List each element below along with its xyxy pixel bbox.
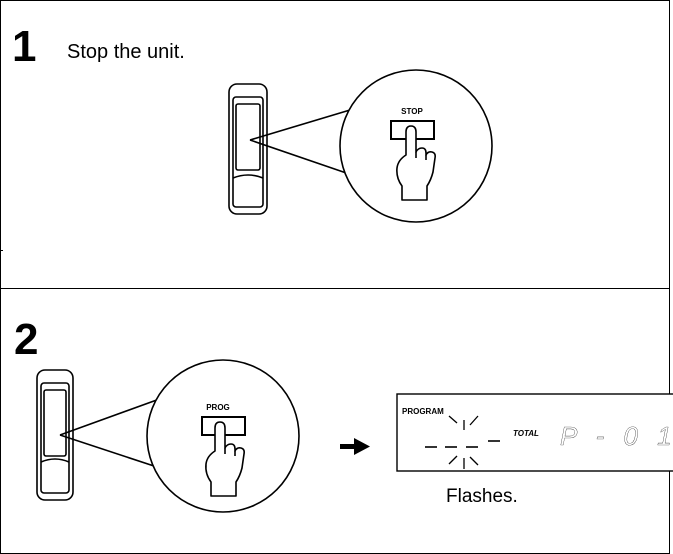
display-readout: P - 0 1	[560, 421, 673, 451]
total-indicator: TOTAL	[513, 429, 539, 438]
empty-digit-segments	[425, 440, 500, 448]
program-indicator: PROGRAM	[402, 407, 444, 416]
flash-rays-icon	[448, 415, 479, 469]
pressing-hand-icon	[205, 421, 245, 497]
right-arrow-icon	[340, 438, 370, 455]
step-1-instruction: Stop the unit.	[67, 41, 185, 63]
lcd-display-icon	[396, 393, 673, 472]
step-2-number: 2	[14, 315, 39, 364]
remote-control-icon	[228, 83, 268, 215]
magnifier-circle-icon	[59, 359, 300, 513]
step-1-number: 1	[12, 22, 37, 71]
prog-button-label: PROG	[206, 403, 230, 412]
step-1-panel	[0, 0, 670, 289]
stop-button-label: STOP	[401, 107, 423, 116]
remote-control-icon	[36, 369, 74, 501]
flashes-note: Flashes.	[446, 486, 518, 507]
magnifier-circle-icon	[249, 69, 493, 223]
pressing-hand-icon	[396, 125, 436, 201]
margin-tick	[0, 250, 3, 251]
